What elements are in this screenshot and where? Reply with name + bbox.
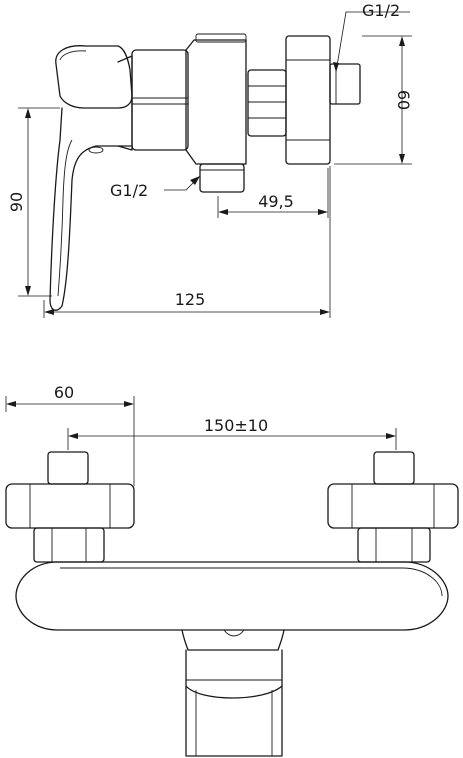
eccentric-cover [285, 35, 331, 165]
cartridge-body [131, 49, 189, 151]
handle-stem [49, 107, 133, 311]
lever-front-curve [185, 685, 283, 699]
lever-handle-inner [59, 50, 87, 61]
front-view: 60 150±10 [5, 383, 459, 757]
thread-label-top: G1/2 [362, 1, 400, 20]
thread-label-bottom: G1/2 [110, 181, 148, 200]
inlet-pipe [329, 63, 361, 105]
dim-60-front: 60 [54, 383, 74, 402]
right-inlet-pipe [373, 451, 415, 485]
right-hex-nut [357, 527, 431, 563]
handle-pivot [88, 146, 104, 154]
lever-front [185, 649, 283, 757]
side-view: G1/2 60 90 G1/2 49,5 125 [7, 1, 413, 318]
dim-60-side: 60 [394, 90, 413, 110]
dim-150-10: 150±10 [204, 416, 268, 435]
lever-handle [55, 45, 133, 109]
cartridge-neck [181, 629, 285, 651]
mixer-body [15, 561, 449, 631]
dim-125: 125 [175, 290, 206, 309]
dim-49-5: 49,5 [258, 192, 294, 211]
valve-column [185, 39, 247, 165]
handle-stem-inner [57, 139, 73, 297]
hex-nut [247, 69, 287, 137]
dim-90: 90 [7, 192, 26, 212]
outlet-stub [199, 163, 245, 193]
right-eccentric-cover [327, 483, 459, 529]
left-inlet-pipe [47, 451, 89, 485]
left-hex-nut [33, 527, 105, 563]
left-eccentric-cover [5, 483, 135, 529]
